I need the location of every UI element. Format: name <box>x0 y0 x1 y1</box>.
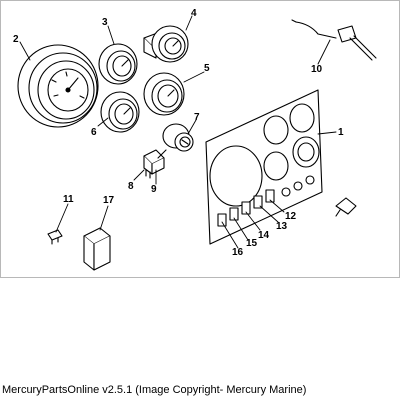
callout-14: 14 <box>258 230 270 241</box>
gauge-part-5 <box>143 72 185 116</box>
gauge-part-3 <box>98 43 138 85</box>
callout-4: 4 <box>191 8 197 19</box>
callout-16: 16 <box>232 247 244 258</box>
callout-9: 9 <box>151 184 157 195</box>
leader-lines <box>19 15 337 249</box>
callout-6: 6 <box>91 127 97 138</box>
callout-8: 8 <box>128 181 134 192</box>
callout-17: 17 <box>103 195 115 206</box>
callout-labels: 1 2 3 4 5 6 7 8 9 10 11 12 13 14 15 16 1… <box>13 8 344 258</box>
callout-12: 12 <box>285 211 297 222</box>
switch-housing <box>83 227 111 271</box>
speedometer-gauge <box>17 44 99 128</box>
callout-3: 3 <box>102 17 108 28</box>
mounting-bracket <box>335 197 357 217</box>
callout-2: 2 <box>13 34 19 45</box>
instrument-panel-parts-diagram: 1 2 3 4 5 6 7 8 9 10 11 12 13 14 15 16 1… <box>13 8 377 271</box>
fuse <box>47 229 63 245</box>
dash-panel <box>205 89 323 245</box>
callout-13: 13 <box>276 221 288 232</box>
callout-15: 15 <box>246 238 258 249</box>
gauge-part-6 <box>100 91 140 133</box>
callout-10: 10 <box>311 64 323 75</box>
gauge-part-4 <box>143 25 189 63</box>
callout-1: 1 <box>338 127 344 138</box>
ignition-switch <box>162 123 194 152</box>
toggle-switch <box>143 149 167 179</box>
callout-11: 11 <box>63 194 74 205</box>
callout-5: 5 <box>204 63 210 74</box>
temperature-sender <box>291 19 377 61</box>
callout-7: 7 <box>194 112 200 123</box>
copyright-footer: MercuryPartsOnline v2.5.1 (Image Copyrig… <box>2 384 307 396</box>
